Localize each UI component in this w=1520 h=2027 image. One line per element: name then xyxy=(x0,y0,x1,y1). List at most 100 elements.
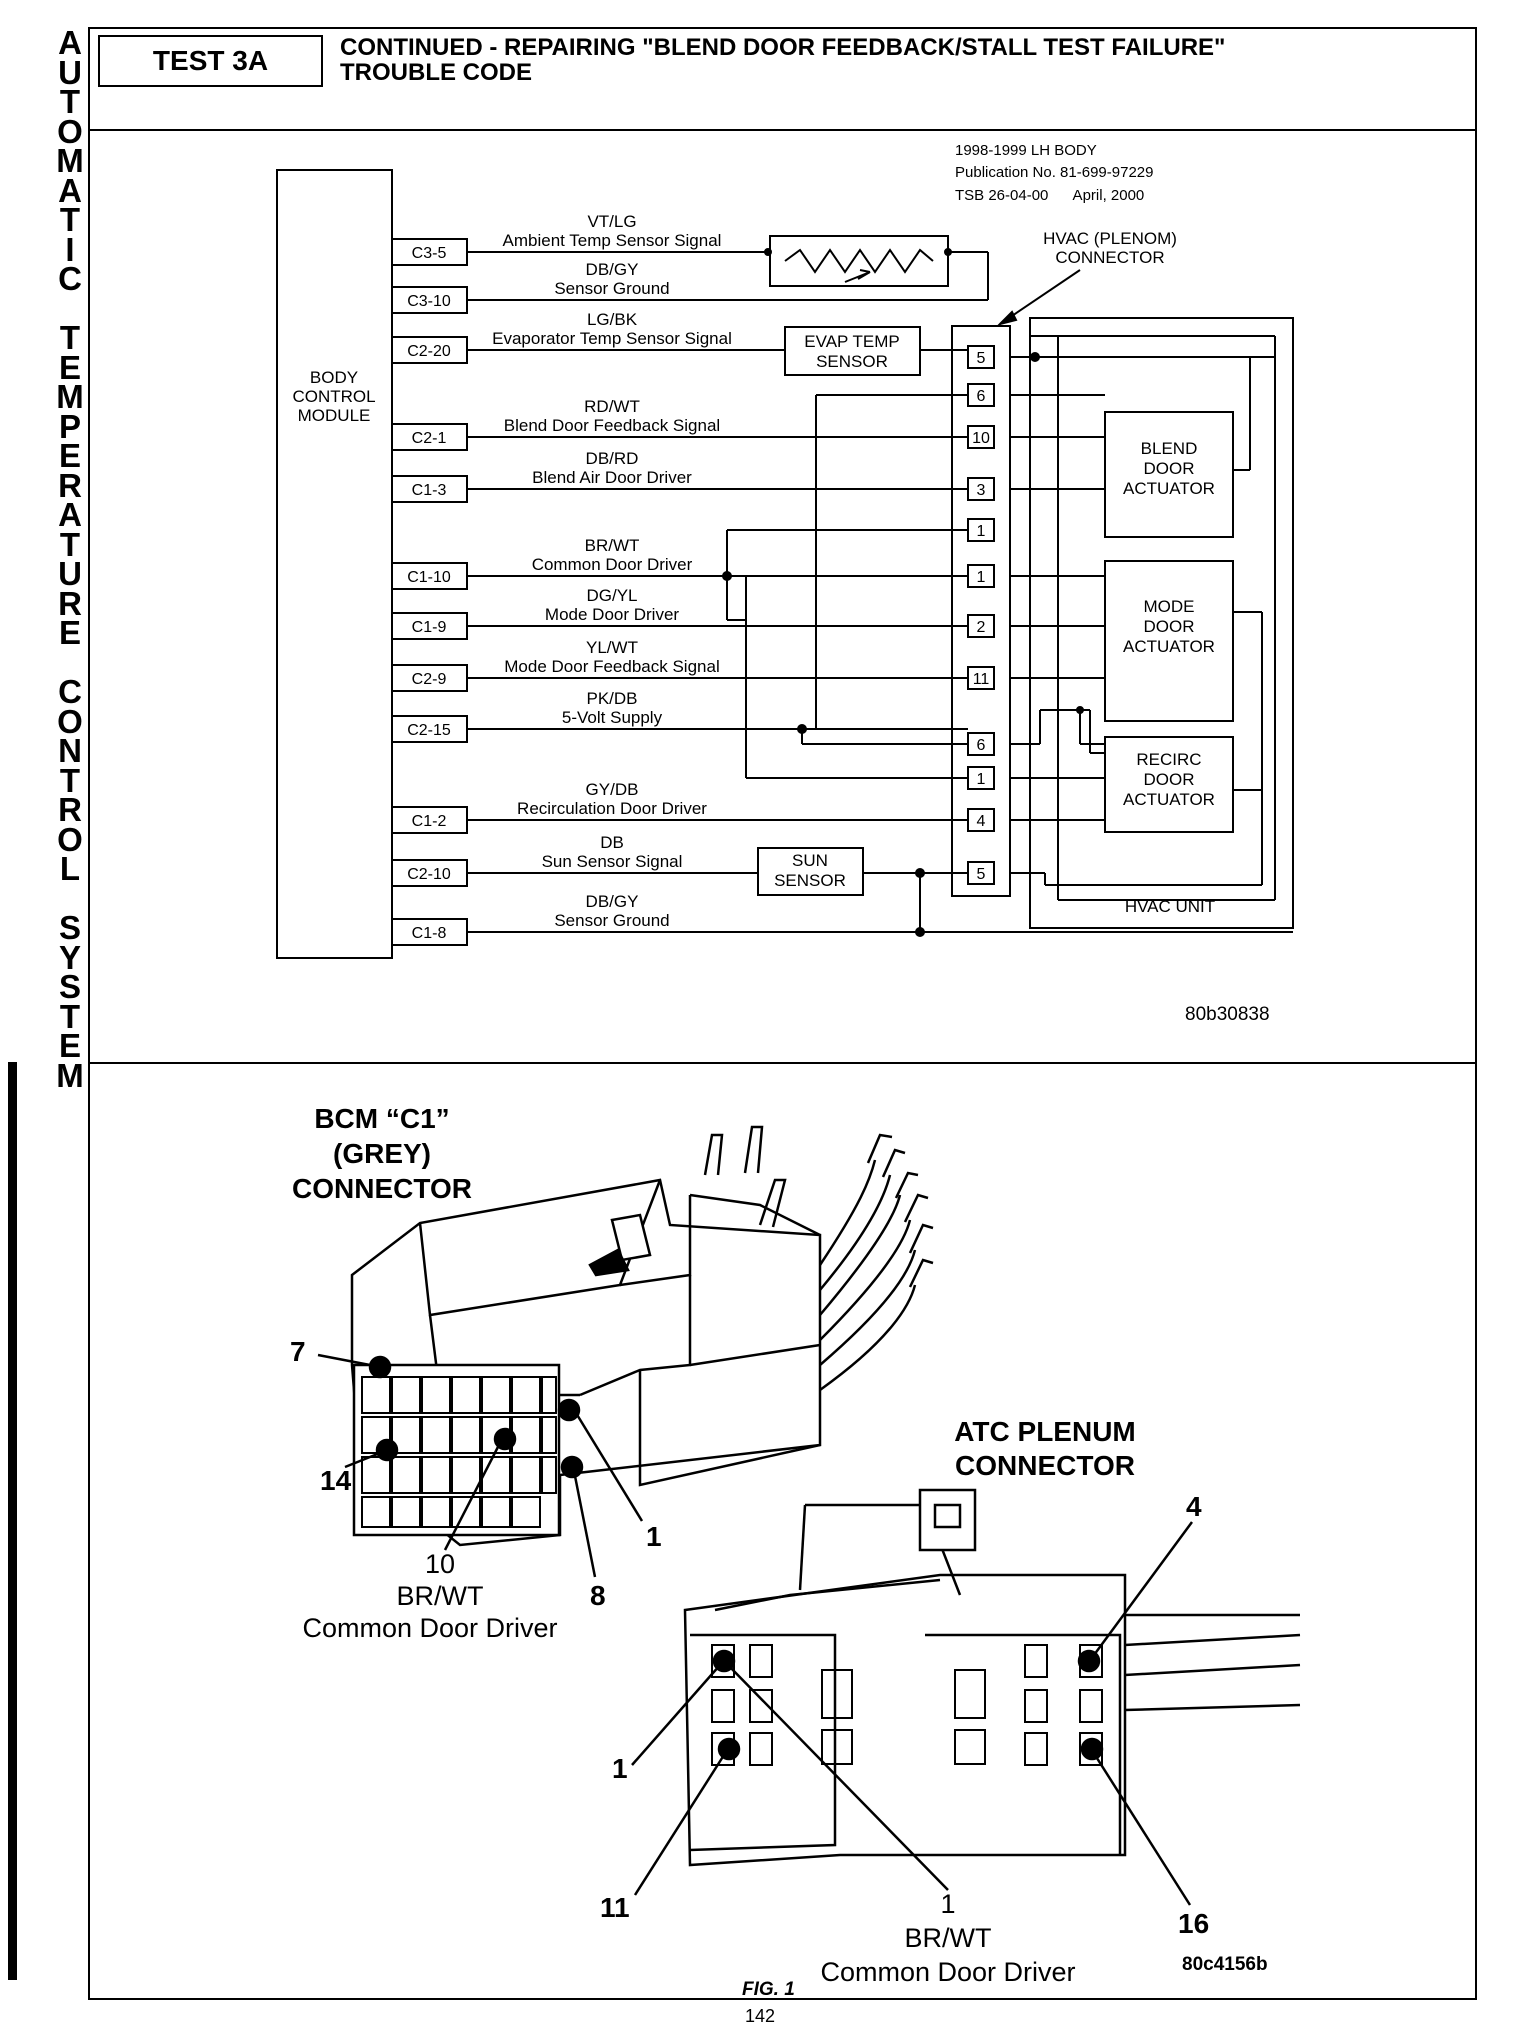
side-title-letter: T xyxy=(59,201,81,238)
bcm-c1-connector-drawing xyxy=(350,1125,934,1547)
connector-illustrations: BCM “C1” (GREY) CONNECTOR xyxy=(290,1103,1301,2000)
circuit-signal: Common Door Driver xyxy=(532,555,693,574)
circuit-signal: Blend Air Door Driver xyxy=(532,468,692,487)
bcm-pin-id: C1-3 xyxy=(412,482,447,499)
bcm-connector-title-1: BCM “C1” xyxy=(314,1103,449,1134)
side-title-letter: C xyxy=(58,673,82,710)
side-title-letter: A xyxy=(58,171,82,209)
pub-info-1: 1998-1999 LH BODY xyxy=(955,142,1097,159)
side-title-letter: E xyxy=(58,348,81,386)
side-title-letter: E xyxy=(58,614,81,651)
side-title-letter: S xyxy=(58,909,81,946)
evap-sensor-label-2: SENSOR xyxy=(816,352,888,371)
schematic-figure-id: 80b30838 xyxy=(1185,1004,1270,1025)
connector-pin-number: 4 xyxy=(977,813,986,830)
atc-callout-pin: 1 xyxy=(940,1889,955,1919)
side-title-letter: T xyxy=(59,319,81,356)
section-divider xyxy=(88,1062,1477,1064)
mode-actuator-label-2: DOOR xyxy=(1144,617,1195,636)
side-title-letter: T xyxy=(59,525,81,563)
circuit-signal: Mode Door Driver xyxy=(545,605,679,624)
bcm-pin-14: 14 xyxy=(320,1465,352,1496)
connector-pin-number: 3 xyxy=(977,482,986,499)
hvac-connector-label-1: HVAC (PLENOM) xyxy=(1043,229,1177,248)
atc-connector-title-2: CONNECTOR xyxy=(955,1450,1135,1481)
circuit-signal: 5-Volt Supply xyxy=(562,708,663,727)
figure-label: FIG. 1 xyxy=(742,1979,795,2000)
hvac-unit-outline xyxy=(1029,317,1294,929)
test-title: CONTINUED - REPAIRING "BLEND DOOR FEEDBA… xyxy=(340,35,1440,85)
bcm-pin-8: 8 xyxy=(590,1580,606,1611)
connector-pin-number: 5 xyxy=(977,866,986,883)
connector-pin-number: 2 xyxy=(977,619,986,636)
side-title-letter: P xyxy=(58,407,81,445)
side-title-letter: R xyxy=(58,584,82,622)
wire-color: PK/DB xyxy=(586,689,637,708)
bcm-callout-signal: Common Door Driver xyxy=(302,1613,557,1643)
wire-color: YL/WT xyxy=(586,638,638,657)
side-title-letter: L xyxy=(59,850,81,887)
pub-info-2: Publication No. 81-699-97229 xyxy=(955,164,1153,181)
connector-pin-number: 1 xyxy=(977,569,986,586)
side-title-letter: C xyxy=(58,260,82,297)
wire-color: GY/DB xyxy=(586,780,639,799)
wiring-schematic: 1998-1999 LH BODY Publication No. 81-699… xyxy=(276,142,1294,1025)
circuit-signal: Recirculation Door Driver xyxy=(517,799,707,818)
side-title-letter: U xyxy=(58,555,82,592)
side-title-letter: O xyxy=(57,820,83,858)
connector-pin-number: 6 xyxy=(977,737,986,754)
connector-pin-number: 1 xyxy=(977,771,986,788)
side-title-letter: M xyxy=(56,142,84,179)
mode-actuator-label-1: MODE xyxy=(1144,597,1195,616)
mode-door-actuator xyxy=(1104,560,1234,722)
bcm-connector-title-2: (GREY) xyxy=(333,1138,431,1169)
bcm-label-2: CONTROL xyxy=(292,387,375,406)
wire-color: LG/BK xyxy=(587,310,638,329)
hvac-connector-label-2: CONNECTOR xyxy=(1055,248,1164,267)
circuit-signal: Sun Sensor Signal xyxy=(542,852,683,871)
side-title-letter: T xyxy=(59,761,81,799)
test-header: TEST 3A CONTINUED - REPAIRING "BLEND DOO… xyxy=(88,27,1477,131)
bcm-callout-color: BR/WT xyxy=(397,1581,484,1611)
circuit-signal: Ambient Temp Sensor Signal xyxy=(503,231,722,250)
atc-callout-signal: Common Door Driver xyxy=(820,1957,1075,1987)
body-control-module xyxy=(276,169,393,959)
connector-pin-number: 10 xyxy=(972,430,990,447)
section-marker-bar xyxy=(8,1062,17,1980)
bcm-pin-id: C2-1 xyxy=(412,430,447,447)
side-title-letter: I xyxy=(65,230,75,268)
bcm-label-1: BODY xyxy=(310,368,358,387)
wire-color: DB/RD xyxy=(586,449,639,468)
side-title-letter: M xyxy=(56,378,84,415)
connector-figure-id: 80c4156b xyxy=(1182,1954,1268,1975)
side-title-letter: Y xyxy=(58,938,81,976)
bcm-connector-title-3: CONNECTOR xyxy=(292,1173,472,1204)
wire-color: RD/WT xyxy=(584,397,640,416)
atc-pin-1: 1 xyxy=(612,1753,628,1784)
bcm-callout-pin: 10 xyxy=(425,1549,455,1579)
atc-pin-4: 4 xyxy=(1186,1491,1202,1522)
sun-sensor-label-2: SENSOR xyxy=(774,871,846,890)
side-title-letter: U xyxy=(58,53,82,91)
bcm-label-3: MODULE xyxy=(298,406,371,425)
bcm-pin-1: 1 xyxy=(646,1521,662,1552)
test-title-line-2: TROUBLE CODE xyxy=(340,59,532,86)
blend-actuator-label-3: ACTUATOR xyxy=(1123,479,1215,498)
bcm-pin-id: C2-20 xyxy=(407,343,451,360)
bcm-pin-id: C2-10 xyxy=(407,866,451,883)
side-title-letter: R xyxy=(58,791,82,828)
page-frame xyxy=(88,27,1477,2000)
side-title-letter: M xyxy=(56,1056,84,1094)
circuit-signal: Evaporator Temp Sensor Signal xyxy=(492,329,732,348)
bcm-pin-id: C1-10 xyxy=(407,569,451,586)
side-title-letter: S xyxy=(58,968,81,1005)
recirc-door-actuator xyxy=(1104,736,1234,833)
sun-sensor-label-1: SUN xyxy=(792,851,828,870)
side-title-letter: T xyxy=(59,997,81,1035)
bcm-pin-id: C2-15 xyxy=(407,722,451,739)
connector-pin-cell xyxy=(967,345,995,369)
blend-actuator-label-1: BLEND xyxy=(1141,439,1198,458)
